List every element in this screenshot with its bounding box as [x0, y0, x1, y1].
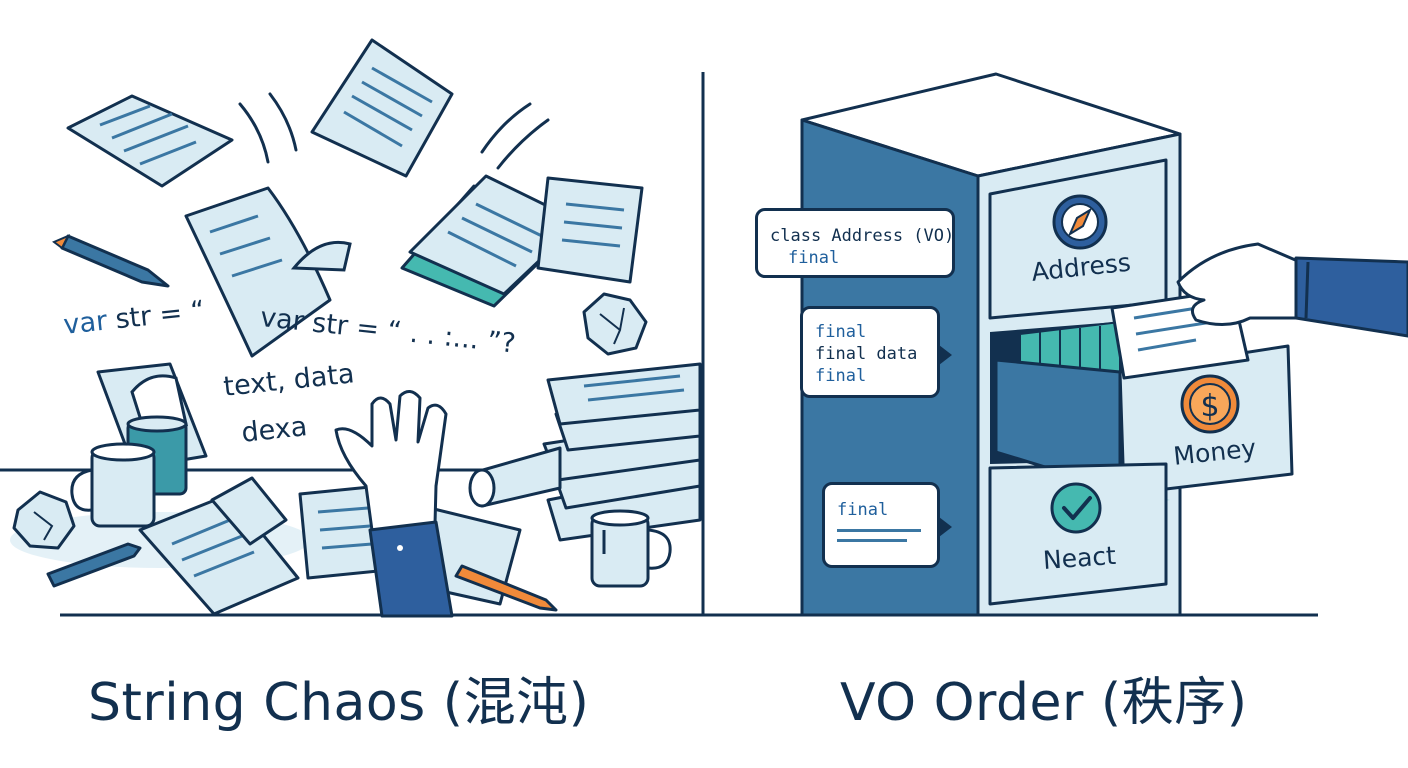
pencil-bottom-left [46, 542, 142, 588]
bubble-final: final [822, 482, 952, 568]
dollar-coin-icon: $ [1180, 374, 1240, 434]
raised-hand [334, 390, 454, 618]
paper-stack [542, 362, 702, 542]
reaching-hand [1176, 242, 1408, 338]
curled-paper-center [184, 186, 352, 358]
flying-paper-1 [66, 94, 234, 188]
scattered-papers-desk [138, 476, 522, 616]
bubble-data-line2: final data [815, 344, 918, 364]
bubble-data-line1: final [815, 322, 867, 342]
swoosh-marks [238, 92, 550, 170]
flying-paper-2 [310, 38, 454, 178]
bubble-final-rule-2 [837, 539, 907, 542]
bubble-data-tail [939, 345, 952, 365]
var-keyword: var [62, 305, 109, 341]
flying-paper-teal [400, 174, 644, 308]
svg-text:$: $ [1200, 389, 1219, 424]
bubble-address-line2: final [788, 248, 840, 268]
bubble-final-tail [939, 517, 952, 537]
crumpled-paper-1 [582, 292, 648, 356]
mug-front-left [70, 442, 156, 528]
drawer-bottom [988, 462, 1168, 606]
bubble-final-rule-1 [837, 529, 921, 532]
mug-right [590, 509, 672, 588]
pencil-top-left [52, 234, 170, 288]
compass-icon [1052, 194, 1108, 250]
crumpled-paper-2 [12, 490, 76, 550]
drawer-label-neact: Neact [1042, 540, 1117, 575]
left-caption: String Chaos (混沌) [88, 673, 590, 733]
check-icon [1050, 482, 1102, 534]
paper-roll [468, 446, 562, 508]
bubble-final-line1: final [837, 500, 889, 520]
pencil-desk [454, 564, 558, 612]
bubble-data: final final data final [800, 306, 952, 398]
bubble-data-line3: final [815, 366, 867, 386]
bubble-address: class Address (VO) final [755, 208, 955, 278]
right-caption: VO Order (秩序) [840, 673, 1248, 733]
bubble-address-line1: class Address (VO) [770, 226, 955, 246]
